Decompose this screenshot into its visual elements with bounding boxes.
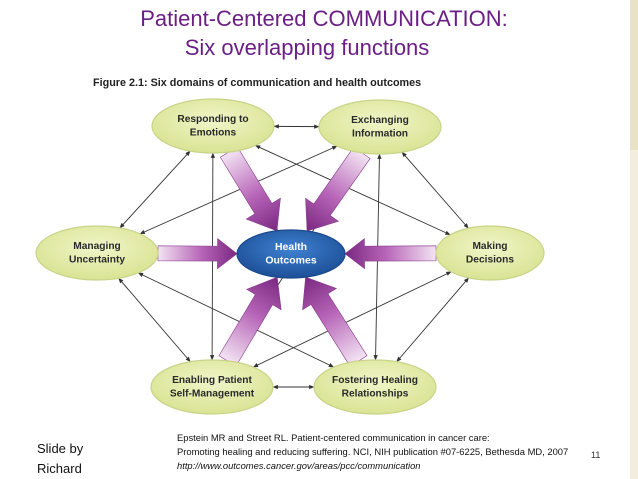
slide-title-line-1: Patient-Centered COMMUNICATION: — [140, 6, 508, 31]
enabling-label-line-2: Self-Management — [170, 389, 255, 400]
health-outcomes-label-line-1: Health — [275, 241, 307, 253]
figure-caption: Figure 2.1: Six domains of communication… — [93, 77, 421, 89]
responding-label-line-2: Emotions — [190, 128, 237, 139]
managing-label-line-1: Managing — [73, 241, 121, 252]
decorative-stripe — [630, 0, 638, 150]
making-label-line-1: Making — [472, 241, 507, 252]
arrow-making-to-health-outcomes — [344, 238, 437, 270]
responding-label-line-1: Responding to — [177, 114, 248, 125]
node-responding: Responding to Emotions — [151, 98, 275, 154]
managing-label-line-2: Uncertainty — [69, 255, 125, 266]
slide-author: Richard — [37, 461, 82, 476]
slide-title-line-2: Six overlapping functions — [184, 35, 430, 60]
fostering-label-line-1: Fostering Healing — [332, 375, 418, 386]
arrow-managing-to-health-outcomes — [157, 238, 238, 270]
citation-line-2: Promoting healing and reducing suffering… — [177, 446, 569, 457]
citation-url[interactable]: http://www.outcomes.cancer.gov/areas/pcc… — [177, 460, 421, 471]
exchanging-label-line-2: Information — [352, 129, 408, 140]
decorative-stripe — [630, 150, 638, 479]
fostering-label-line-2: Relationships — [342, 389, 409, 400]
connector-managing-enabling — [118, 277, 191, 363]
slide-by-label: Slide by — [37, 441, 84, 456]
making-label-line-2: Decisions — [466, 255, 514, 266]
health-outcome-arrows — [157, 146, 437, 367]
enabling-label-line-1: Enabling Patient — [172, 375, 252, 386]
health-outcomes-label-line-2: Outcomes — [265, 255, 317, 267]
connector-making-fostering — [396, 277, 470, 363]
arrow-fostering-to-health-outcomes — [302, 276, 368, 367]
exchanging-label-line-1: Exchanging — [351, 115, 409, 126]
page-number: 11 — [591, 450, 601, 460]
arrow-responding-to-health-outcomes — [219, 146, 281, 232]
arrow-exchanging-to-health-outcomes — [305, 146, 371, 232]
arrow-enabling-to-health-outcomes — [218, 276, 282, 367]
citation-line-1: Epstein MR and Street RL. Patient-center… — [177, 432, 490, 443]
